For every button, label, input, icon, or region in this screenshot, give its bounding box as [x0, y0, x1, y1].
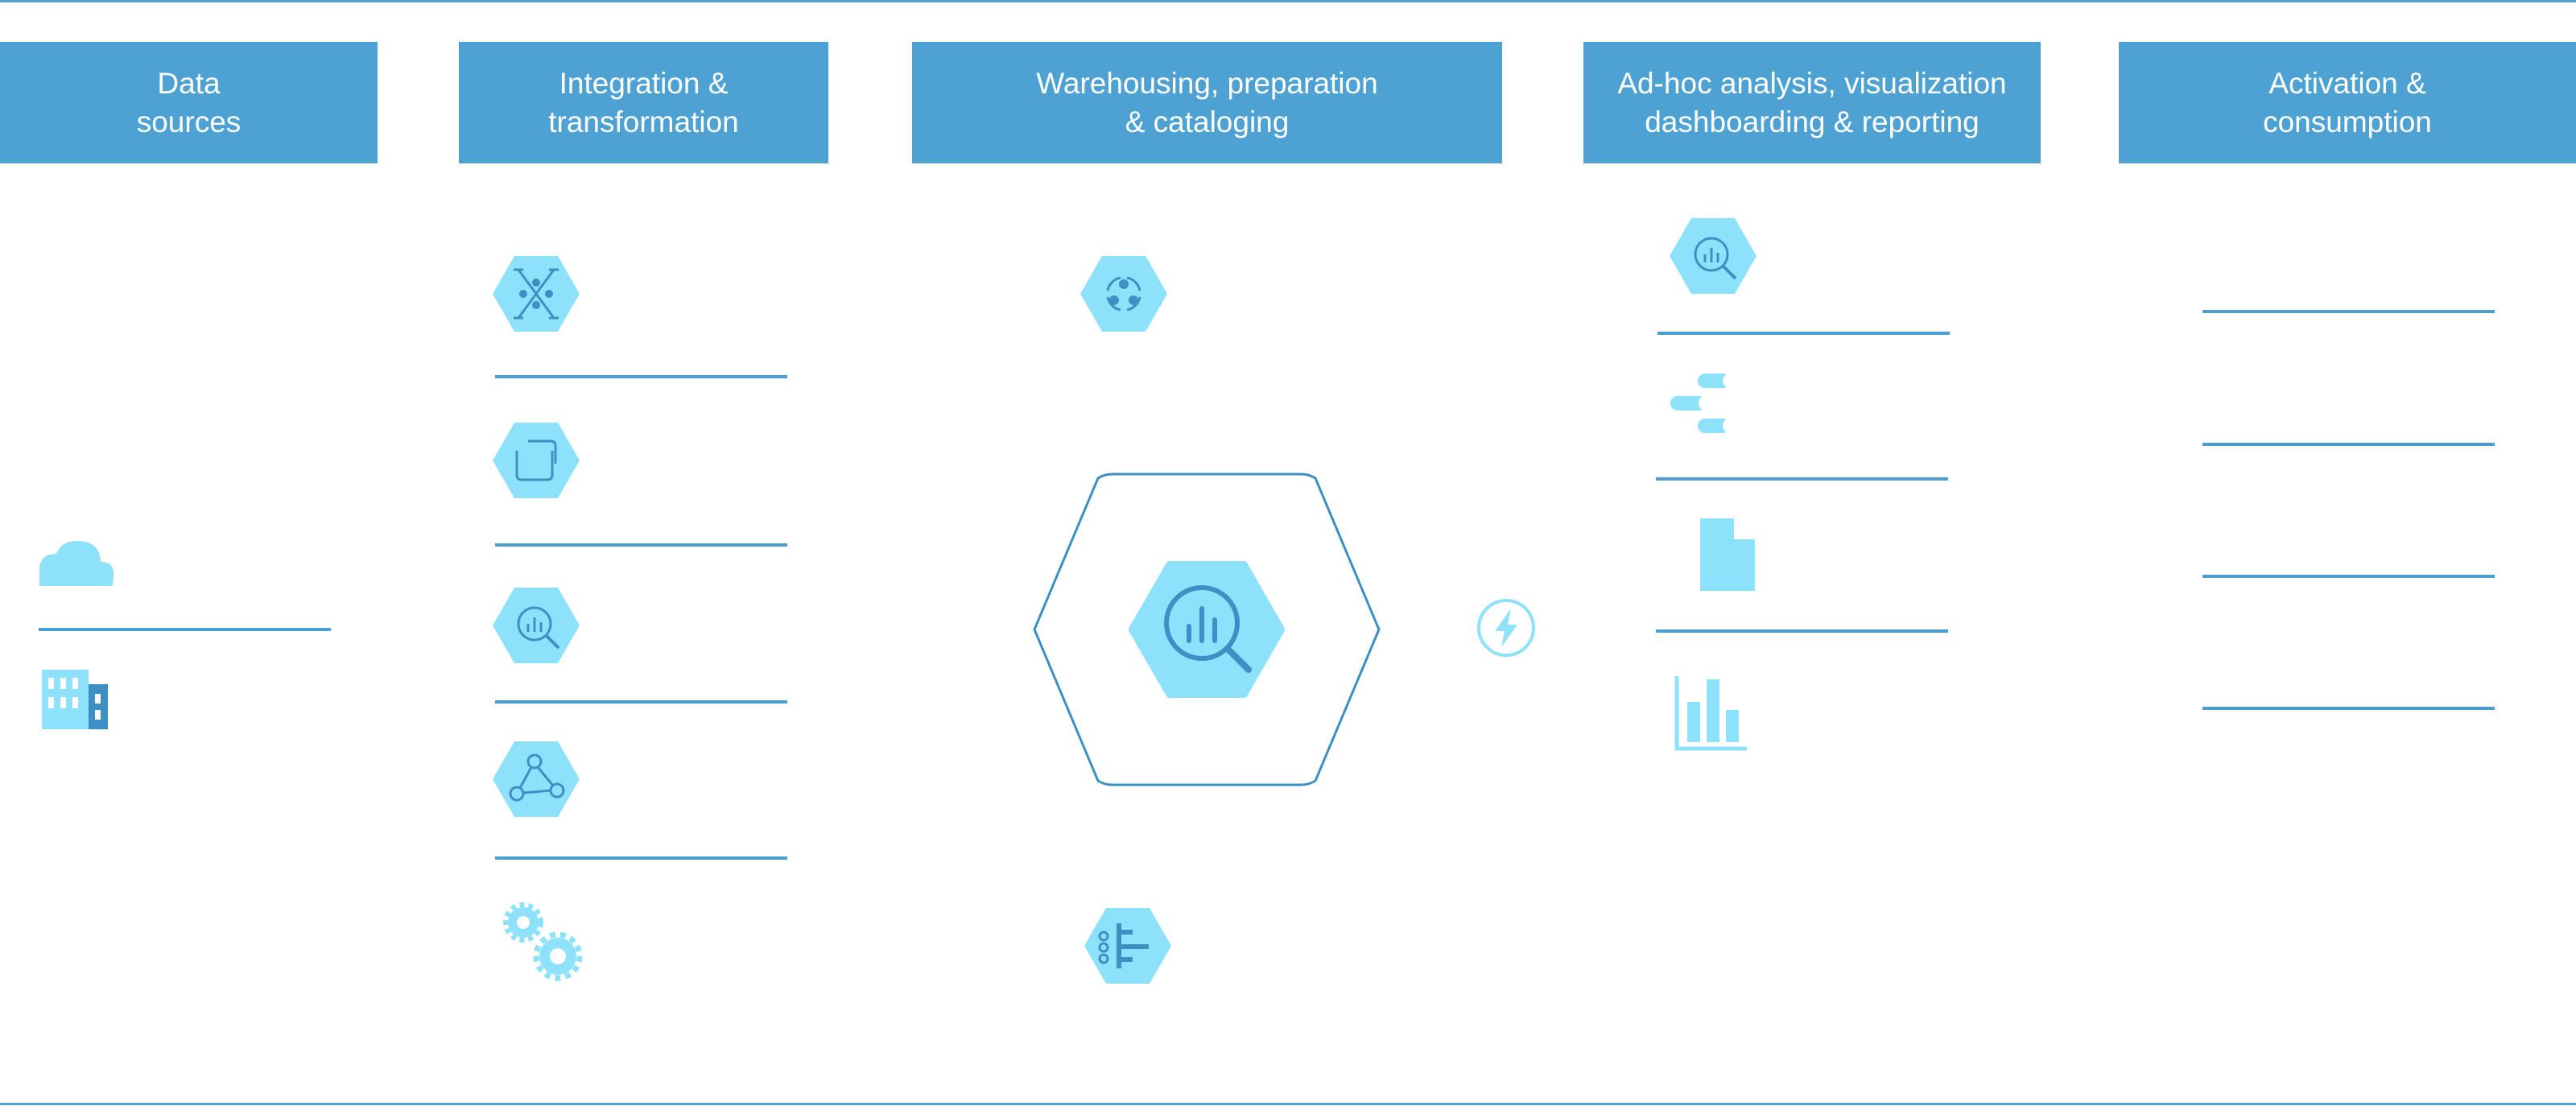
header-line: Integration &: [559, 66, 729, 100]
bottom-rule: [0, 1103, 2576, 1105]
header-line: & cataloging: [1125, 105, 1290, 138]
header-data-sources: Data sources: [0, 42, 378, 163]
header-line: sources: [136, 105, 242, 138]
separator-line: [2202, 707, 2495, 710]
header-warehousing-preparation-cataloging: Warehousing, preparation & cataloging: [912, 42, 1502, 163]
building-icon: [42, 670, 108, 729]
dataprep-hexagon-icon: [1080, 256, 1167, 332]
separator-line: [2202, 443, 2495, 446]
header-line: consumption: [2263, 105, 2432, 138]
header-line: Data: [157, 66, 221, 100]
lightning-icon: [1477, 599, 1535, 657]
top-rule: [0, 0, 2576, 2]
separator-line: [495, 375, 787, 378]
bar-chart-icon: [1674, 676, 1747, 751]
cloud-icon: [39, 541, 114, 586]
dataflow-hexagon-icon: [493, 256, 580, 332]
separator-line: [495, 543, 787, 547]
separator-line: [495, 856, 787, 860]
header-line: Activation &: [2268, 66, 2426, 100]
separator-line: [2202, 310, 2495, 313]
separator-line: [495, 700, 787, 704]
bigquery-large-hexagon-icon: [1033, 473, 1381, 786]
data-studio-icon: [1670, 373, 1737, 433]
header-line: transformation: [548, 105, 739, 138]
separator-line: [1656, 629, 1948, 633]
header-activation-consumption: Activation & consumption: [2119, 42, 2576, 163]
header-line: Warehousing, preparation: [1036, 66, 1378, 100]
separator-line: [1656, 477, 1948, 481]
header-analysis-visualization-reporting: Ad-hoc analysis, visualization dashboard…: [1583, 42, 2041, 163]
data-catalog-hexagon-icon: [1084, 908, 1171, 984]
gears-icon: [503, 902, 583, 981]
separator-line: [1657, 332, 1950, 335]
dataproc-hexagon-icon: [493, 423, 580, 498]
separator-line: [39, 628, 331, 631]
header-integration-transformation: Integration & transformation: [459, 42, 828, 163]
header-line: Ad-hoc analysis, visualization: [1617, 66, 2007, 100]
document-icon: [1700, 518, 1755, 591]
bigquery-hexagon-icon: [1670, 218, 1757, 294]
header-line: dashboarding & reporting: [1645, 105, 1979, 138]
bigquery-hexagon-icon: [493, 588, 580, 663]
separator-line: [2202, 575, 2495, 578]
composer-hexagon-icon: [493, 741, 580, 817]
